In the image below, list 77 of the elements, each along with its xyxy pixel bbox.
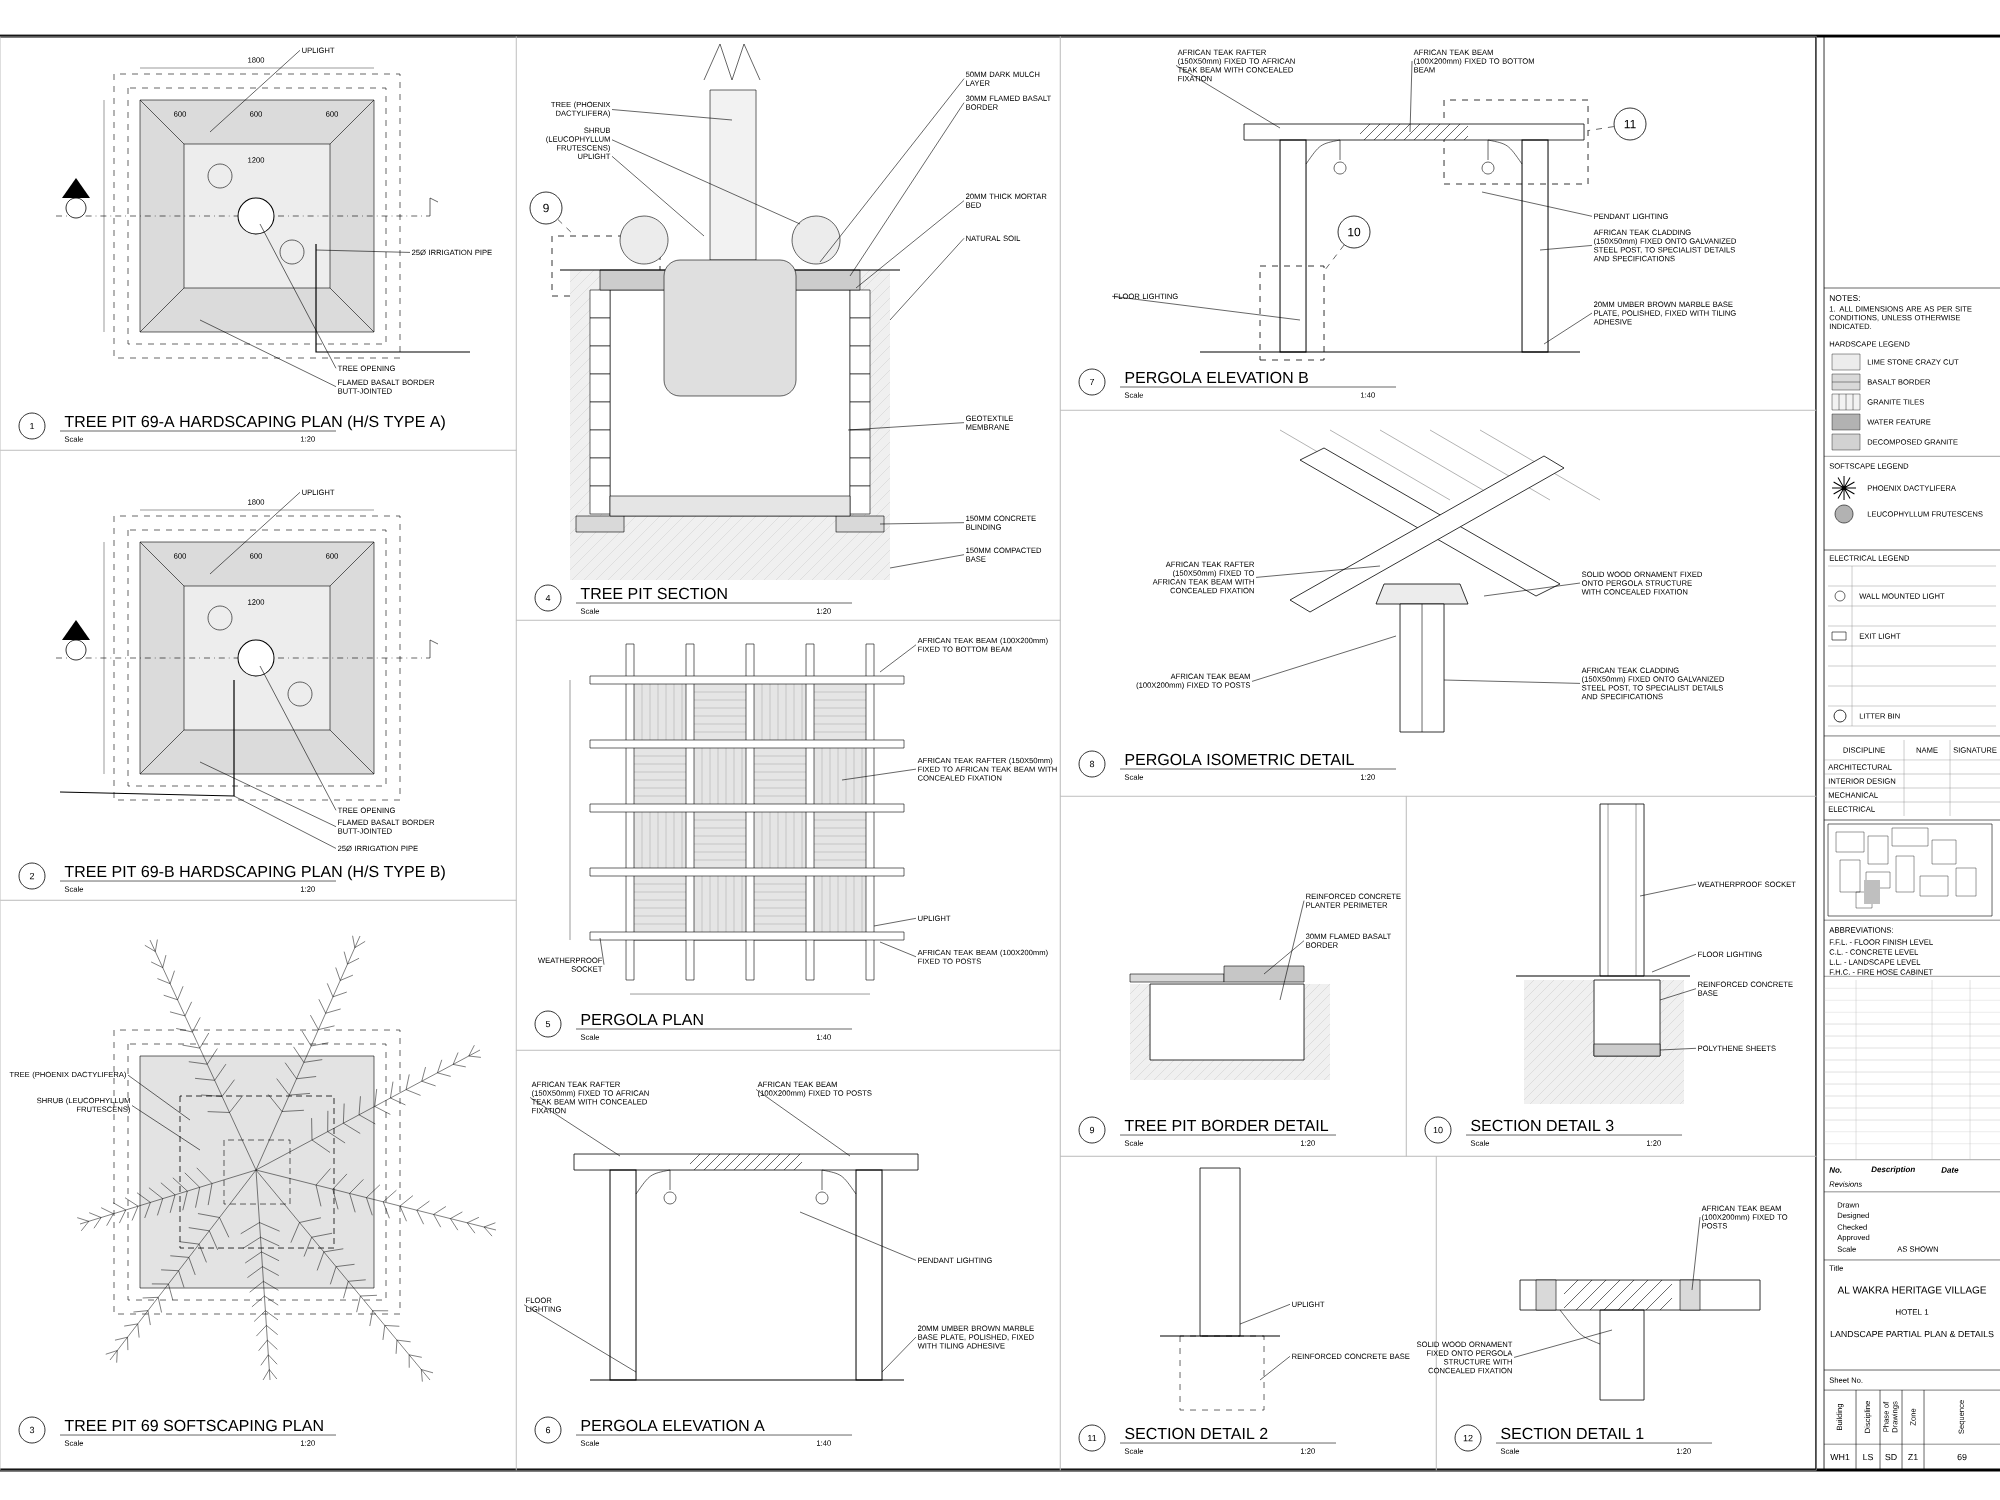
leader-line	[1539, 245, 1593, 251]
leader-line	[1279, 900, 1305, 1001]
leader-line	[755, 1089, 851, 1157]
tree-pit-section-drawing	[559, 259, 901, 581]
view-title: PERGOLA ELEVATION A	[581, 1419, 765, 1432]
view-title: SECTION DETAIL 2	[1125, 1427, 1268, 1440]
leader-line	[1483, 582, 1581, 597]
leader-line	[523, 1304, 637, 1373]
tree-pit-plan-drawing	[55, 509, 439, 801]
leader-line	[199, 319, 337, 387]
view-title: PERGOLA PLAN	[581, 1013, 703, 1026]
leader-line	[1175, 65, 1281, 129]
leader-line	[879, 644, 917, 673]
callout-connector	[1324, 244, 1345, 271]
view-title: PERGOLA ISOMETRIC DETAIL	[1125, 753, 1354, 766]
detail-boundary-box	[1259, 265, 1325, 361]
leader-line	[1513, 1329, 1613, 1358]
post-footing-section-drawing	[1515, 803, 1691, 1105]
detail-boundary-box	[1443, 99, 1589, 185]
leader-line	[1691, 1216, 1701, 1291]
leader-line	[881, 1336, 917, 1373]
leader-line	[879, 941, 917, 958]
leader-line	[1481, 191, 1593, 217]
leader-line	[1239, 1304, 1291, 1325]
post-base-section-drawing	[1159, 1167, 1281, 1411]
leader-line	[315, 249, 411, 253]
pergola-elevation-drawing	[573, 1153, 919, 1381]
leader-line	[259, 223, 337, 369]
pergola-elevation-drawing	[1199, 123, 1585, 353]
view-title: TREE PIT 69-A HARDSCAPING PLAN (H/S TYPE A)	[64, 415, 445, 431]
leader-line	[1659, 988, 1697, 1001]
leader-line	[1259, 1356, 1291, 1381]
leader-line	[855, 200, 965, 289]
leader-line	[1659, 1048, 1697, 1051]
leader-line	[131, 1105, 201, 1151]
leader-line	[611, 139, 801, 225]
leader-line	[1255, 565, 1381, 578]
leader-line	[599, 937, 605, 965]
tree-pit-plan-drawing	[55, 67, 471, 359]
leader-line	[799, 1211, 917, 1261]
leader-line	[1543, 312, 1593, 345]
leader-line	[847, 422, 965, 431]
leader-line	[819, 78, 965, 263]
leader-line	[611, 156, 705, 237]
leader-line	[889, 238, 965, 321]
leader-line	[1443, 679, 1581, 684]
leader-line	[611, 109, 733, 121]
leader-line	[209, 50, 301, 133]
view-title: TREE PIT 69 SOFTSCAPING PLAN	[64, 1419, 323, 1432]
callout-connector	[557, 219, 575, 236]
leader-line	[1651, 954, 1697, 973]
leader-line	[1639, 884, 1697, 897]
leader-line	[879, 522, 965, 525]
view-title: SECTION DETAIL 1	[1501, 1427, 1644, 1440]
view-title: TREE PIT BORDER DETAIL	[1124, 1119, 1329, 1132]
leader-line	[873, 918, 917, 927]
view-title: TREE PIT SECTION	[580, 587, 727, 600]
leader-line	[529, 1097, 621, 1157]
border-section-drawing	[1129, 965, 1331, 1081]
leader-line	[199, 761, 337, 827]
view-title: TREE PIT 69-B HARDSCAPING PLAN (H/S TYPE B)	[64, 865, 445, 881]
leader-line	[233, 795, 337, 849]
callout-connector	[1588, 126, 1615, 131]
leader-line	[841, 768, 917, 781]
leader-line	[889, 554, 965, 569]
leader-line	[849, 102, 965, 277]
view-title: PERGOLA ELEVATION B	[1125, 371, 1308, 384]
view-title: SECTION DETAIL 3	[1471, 1119, 1614, 1132]
leader-line	[1263, 940, 1305, 975]
leader-line	[1111, 296, 1301, 321]
leader-line	[127, 1074, 191, 1121]
beam-post-section-drawing	[1519, 1279, 1761, 1401]
leader-line	[1251, 635, 1397, 682]
leader-line	[209, 492, 301, 575]
leader-line	[1409, 60, 1413, 133]
palm-tree-drawing	[619, 43, 841, 265]
leader-line	[259, 665, 337, 811]
